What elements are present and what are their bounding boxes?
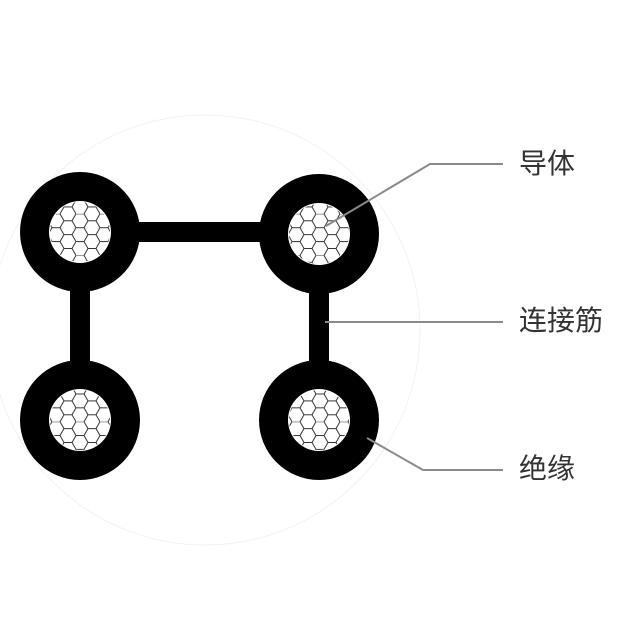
core-bottom-right <box>259 360 379 480</box>
label-insulation: 绝缘 <box>519 452 576 485</box>
core-top-right <box>259 174 379 294</box>
leader-line-conductor <box>325 163 503 227</box>
core-top-left <box>20 172 140 292</box>
outline-circle <box>0 114 421 546</box>
label-conductor: 导体 <box>519 147 576 180</box>
leader-line-insulation <box>366 437 503 471</box>
label-connecting-rib: 连接筋 <box>519 304 604 337</box>
core-bottom-left <box>20 360 140 480</box>
